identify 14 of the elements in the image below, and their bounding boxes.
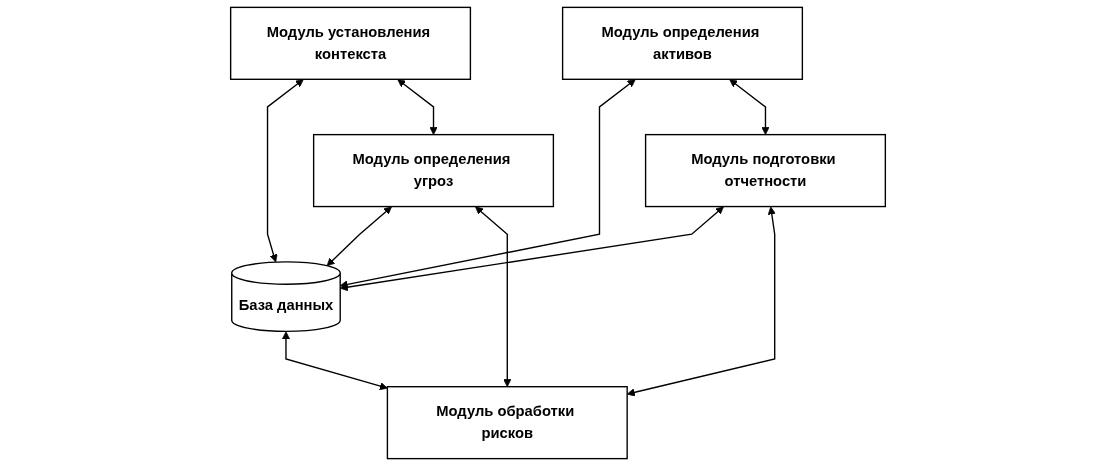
arrow <box>281 331 388 391</box>
arrow <box>728 79 770 135</box>
node-box: Модуль определения активов <box>561 6 803 80</box>
node-box: Модуль подготовки отчетности <box>644 133 886 208</box>
node-box: Модуль обработки рисков <box>386 386 628 460</box>
node-box: Модуль установления контекста <box>229 6 471 80</box>
node-box: Модуль определения угроз <box>312 133 554 208</box>
arrow <box>266 79 304 263</box>
arrow <box>339 79 636 289</box>
arrow <box>474 206 511 388</box>
arrow <box>626 206 776 397</box>
arrow <box>339 206 724 292</box>
arrow <box>326 206 392 267</box>
arrow <box>396 79 438 135</box>
